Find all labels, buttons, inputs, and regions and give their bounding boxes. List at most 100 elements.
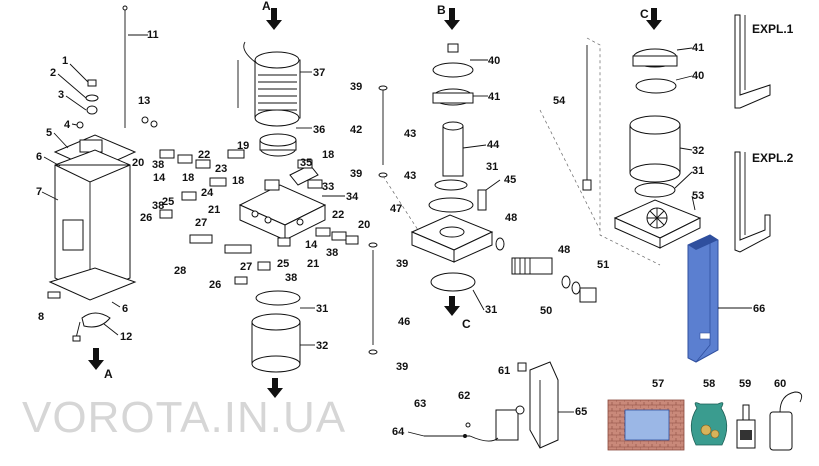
part-28-valve	[189, 234, 213, 244]
blue-cover-edge	[695, 235, 711, 363]
section-a-arrow-bottom	[88, 348, 104, 370]
label-47: 47	[390, 203, 402, 215]
label-14a: 14	[153, 172, 166, 184]
part-39-ring-c	[368, 242, 378, 248]
label-18c: 18	[322, 149, 334, 161]
label-42: 42	[350, 124, 362, 136]
section-label-expl1: EXPL.1	[752, 22, 794, 36]
label-33: 33	[322, 181, 334, 193]
label-60: 60	[774, 378, 786, 390]
guide-line-1	[382, 175, 419, 231]
label-66: 66	[753, 303, 765, 315]
part-62-bulb	[515, 405, 525, 415]
part-13-washer	[150, 120, 158, 128]
part-66-blue-cover	[687, 234, 719, 363]
part-32-reservoir-right-top	[629, 115, 681, 135]
section-label-a-top: A	[262, 0, 271, 13]
section-label-a-bottom: A	[104, 367, 113, 381]
section-label-b: B	[437, 3, 446, 17]
label-19: 19	[237, 140, 249, 152]
part-62-board	[495, 409, 519, 441]
label-6b: 6	[122, 303, 128, 315]
section-c-assembly	[582, 8, 702, 266]
fan-blades	[647, 208, 667, 228]
tank-label-text	[66, 226, 80, 234]
block-port-2	[264, 216, 272, 224]
label-22b: 22	[332, 209, 344, 221]
part-54-nut	[582, 179, 592, 191]
label-31d: 31	[692, 165, 704, 177]
part-labels: 1 2 3 4 5 6 7 8 6 11 12 13 20 38 14 22 1…	[36, 29, 786, 438]
leader-64	[407, 431, 425, 437]
part-38-fitting-right	[331, 231, 347, 241]
part-14-fitting-right	[315, 227, 331, 237]
leader-40c	[675, 75, 693, 81]
label-5: 5	[46, 127, 52, 139]
leader-4	[71, 123, 78, 126]
label-14b: 14	[305, 239, 318, 251]
shaft-splines	[514, 258, 531, 274]
part-40-seal-c	[635, 78, 677, 94]
label-24: 24	[201, 187, 214, 199]
part-32-reservoir-left-top	[251, 313, 301, 331]
label-25b: 25	[277, 258, 289, 270]
label-44: 44	[487, 139, 500, 151]
label-38c: 38	[285, 272, 297, 284]
label-28: 28	[174, 265, 186, 277]
part-45-pin	[477, 189, 487, 211]
label-63: 63	[414, 398, 426, 410]
label-8: 8	[38, 311, 44, 323]
leader-6b	[111, 301, 121, 308]
label-39a: 39	[350, 81, 362, 93]
label-21a: 21	[208, 204, 220, 216]
expl1-bracket	[734, 14, 771, 109]
part-20-fitting-right	[345, 235, 359, 245]
label-64: 64	[392, 426, 405, 438]
label-13: 13	[138, 95, 150, 107]
bag-item-1	[700, 424, 712, 436]
label-34: 34	[346, 191, 359, 203]
tank-assembly	[47, 5, 158, 370]
section-label-c-top: C	[640, 7, 649, 21]
label-36: 36	[313, 124, 325, 136]
label-38d: 38	[326, 247, 338, 259]
label-21b: 21	[307, 258, 319, 270]
leader-45	[485, 179, 501, 191]
label-65: 65	[575, 406, 587, 418]
blue-cover-slot	[699, 332, 711, 340]
label-38b: 38	[152, 200, 164, 212]
housing-bore	[439, 226, 465, 238]
motor-wire	[243, 41, 256, 63]
part-37-motor-top	[254, 51, 300, 69]
part-20-fitting-left	[159, 149, 175, 159]
label-27b: 27	[240, 261, 252, 273]
part-5-valve-block	[79, 139, 103, 153]
part-58-bag	[690, 402, 728, 446]
part-1-screw	[87, 79, 97, 87]
label-7: 7	[36, 186, 42, 198]
label-43a: 43	[404, 128, 416, 140]
label-37: 37	[313, 67, 325, 79]
part-39-ring-d	[368, 349, 378, 355]
section-a-arrow-top	[266, 8, 282, 30]
part-51-nut	[579, 287, 597, 303]
leader-5	[53, 132, 69, 149]
part-6-base-plate	[48, 267, 137, 301]
part-11-rod-head	[122, 5, 128, 11]
part-39-ring-top	[378, 85, 388, 91]
leader-12	[103, 323, 119, 336]
part-24-fitting	[209, 177, 227, 187]
part-61-cap	[517, 362, 527, 372]
part-31-oring-bottom	[430, 272, 476, 292]
label-50: 50	[540, 305, 552, 317]
expl2-bracket	[734, 151, 771, 253]
block-fitting	[264, 179, 280, 191]
leader-3	[65, 95, 87, 111]
leader-53	[691, 195, 696, 211]
part-31-oring-c	[634, 182, 676, 198]
label-53: 53	[692, 190, 704, 202]
leader-31c	[674, 171, 693, 189]
label-4: 4	[64, 119, 71, 131]
label-1: 1	[62, 55, 68, 67]
